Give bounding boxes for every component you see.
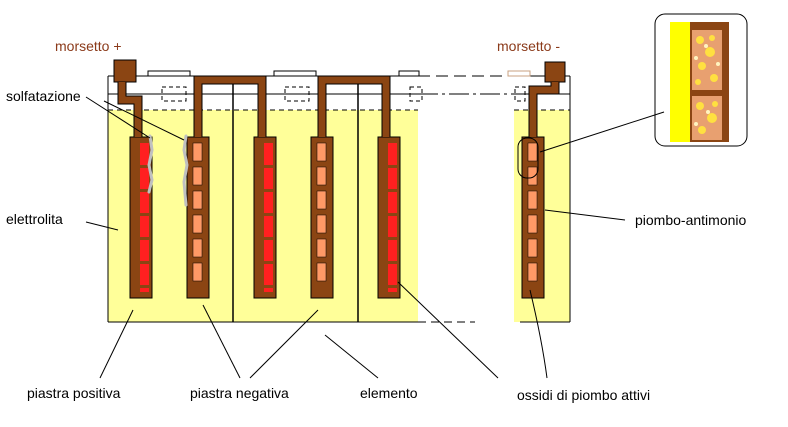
positive-active-material [264,143,273,292]
grid-bar [264,189,273,192]
electrolyte-label: elettrolita [6,211,63,227]
positive-plate-label: piastra positiva [27,385,121,401]
plate-connector [529,82,559,137]
negative-active-pellet [192,262,203,282]
active-lead-oxides-label: ossidi di piombo attivi [517,387,650,403]
negative-active-pellet [192,238,203,258]
lid-connectors [147,70,531,77]
negative-active-pellet [192,190,203,210]
plate-connector [118,82,142,137]
terminal-positive-label: morsetto + [55,38,122,54]
grid-bar [140,237,149,240]
negative-active-pellet [527,238,538,258]
negative-active-pellet [192,166,203,186]
plates [117,75,560,299]
negative-active-pellet [192,214,203,234]
negative-active-pellet [316,142,327,162]
vent-caps [161,86,526,102]
grid-bar [264,213,273,216]
plate-connector [318,76,390,137]
terminal-negative-label: morsetto - [497,38,560,54]
zoom-inset [654,13,748,147]
lead-antimony-label: piombo-antimonio [635,212,746,228]
negative-active-pellet [527,262,538,282]
terminal-negative [544,61,566,83]
highlight-oval [517,137,539,179]
grid-bar [388,285,397,288]
grid-bar [264,237,273,240]
positive-active-material [388,143,397,292]
grid-bar [388,237,397,240]
positive-active-material [140,143,149,292]
grid-bar [140,189,149,192]
plate-connector [194,76,266,137]
negative-active-pellet [316,214,327,234]
leader-lines [85,96,665,379]
grid-bar [140,285,149,288]
battery-case [107,75,571,324]
negative-active-pellet [527,214,538,234]
negative-active-pellet [192,142,203,162]
grid-bar [388,213,397,216]
cutaway-gap [418,108,514,324]
sulfation-marks [147,134,189,207]
sulfation-label: solfatazione [6,88,81,104]
negative-active-pellet [527,166,538,186]
negative-active-pellet [316,166,327,186]
grid-bar [264,165,273,168]
grid-bar [388,189,397,192]
grid-bar [140,261,149,264]
grid-bar [140,213,149,216]
negative-active-pellet [316,190,327,210]
negative-active-pellet [316,238,327,258]
negative-active-pellet [527,190,538,210]
terminal-positive [113,59,137,83]
grid-bar [388,165,397,168]
negative-active-pellet [316,262,327,282]
grid-bar [140,165,149,168]
negative-plate-label: piastra negativa [190,385,289,401]
grid-bar [264,285,273,288]
grid-bar [388,261,397,264]
negative-active-pellet [527,142,538,162]
grid-bar [264,261,273,264]
element-label: elemento [360,385,418,401]
